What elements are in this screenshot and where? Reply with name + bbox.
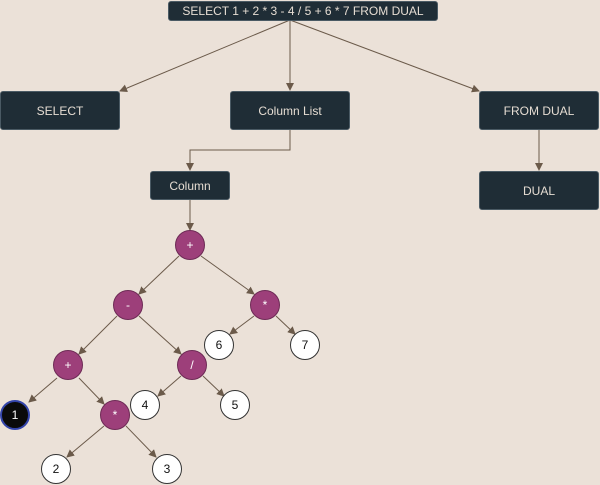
from-dual-node: FROM DUAL [479,91,599,130]
number-3: 3 [152,454,182,484]
edge-root-mult [200,255,255,295]
edge-root-minus [138,255,180,295]
query-header: SELECT 1 + 2 * 3 - 4 / 5 + 6 * 7 FROM DU… [168,1,438,21]
edge-mult-6 [229,315,255,335]
edge-div-4 [157,375,182,397]
edge-minus-plus [78,315,118,355]
column-list-node: Column List [230,91,350,130]
number-4: 4 [130,390,160,420]
edge-multlow-3 [125,425,157,458]
select-node: SELECT [0,91,120,130]
number-1: 1 [0,400,30,430]
edge-mult-7 [275,315,296,335]
minus-operator: - [113,290,143,320]
multiply-low-operator: * [100,400,130,430]
edge-minus-div [138,315,182,355]
edge-div-5 [202,375,225,397]
edge-plus-1 [28,377,58,403]
number-7: 7 [290,330,320,360]
divide-operator: / [177,350,207,380]
number-5: 5 [220,390,250,420]
plus-left-operator: + [53,350,83,380]
multiply-right-operator: * [250,290,280,320]
edge-query-select [119,19,291,92]
edge-query-fromdual [289,19,480,93]
edge-plus-multlow [78,377,105,405]
dual-node: DUAL [479,171,599,210]
edge-columnlist-column [186,130,291,171]
number-2: 2 [41,454,71,484]
root-plus-operator: + [175,230,205,260]
edge-multlow-2 [66,425,105,458]
column-node: Column [150,171,230,200]
number-6: 6 [204,330,234,360]
